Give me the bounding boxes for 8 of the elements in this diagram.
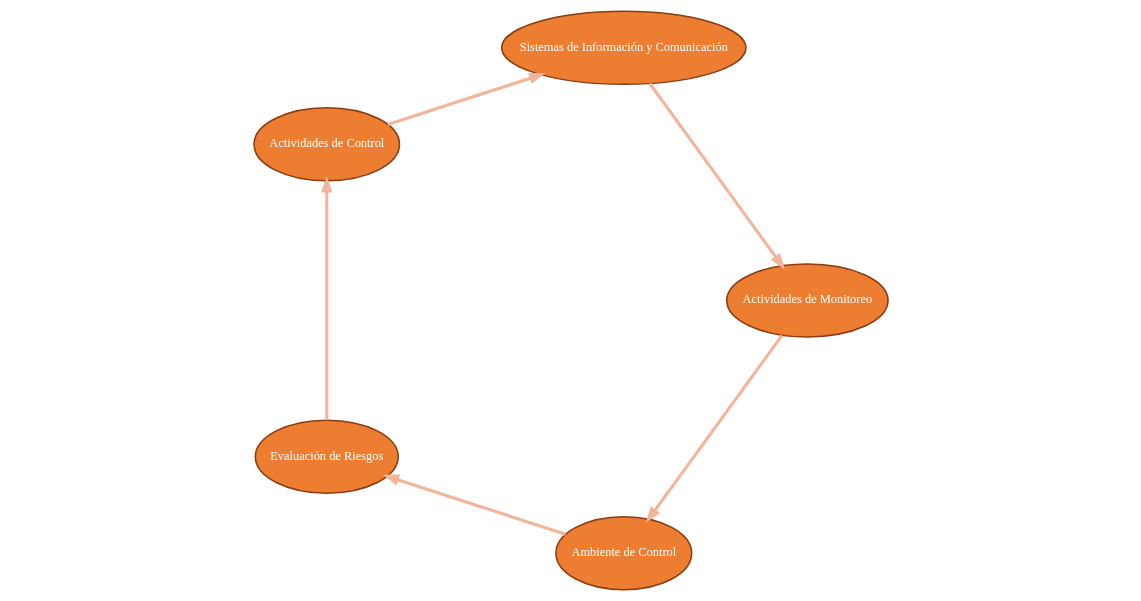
node-ellipse: Actividades de Monitoreo	[725, 263, 889, 338]
node-ellipse: Actividades de Control	[252, 107, 400, 182]
arrow	[645, 334, 783, 523]
arrow	[387, 72, 545, 126]
arrow	[647, 82, 785, 270]
arrow	[320, 176, 332, 420]
arrow	[382, 474, 566, 536]
node-ellipse: Ambiente de Control	[554, 515, 692, 591]
